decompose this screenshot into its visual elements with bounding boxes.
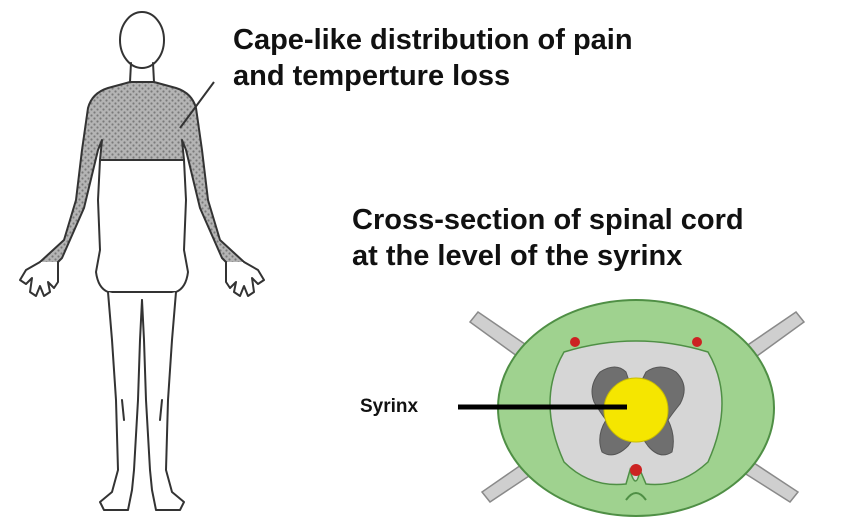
tract-dot-right xyxy=(692,337,702,347)
cape-caption-line-2: and temperture loss xyxy=(233,58,633,94)
right-hand xyxy=(226,262,264,296)
torso xyxy=(96,160,188,292)
cape-distribution-caption: Cape-like distribution of pain and tempe… xyxy=(233,22,633,94)
syrinx-label: Syrinx xyxy=(360,396,418,418)
cross-section-caption: Cross-section of spinal cord at the leve… xyxy=(352,202,744,274)
head xyxy=(120,12,164,68)
tract-dot-left xyxy=(570,337,580,347)
cross-section-caption-line-2: at the level of the syrinx xyxy=(352,238,744,274)
tract-dot-bottom xyxy=(630,464,642,476)
right-leg xyxy=(142,292,184,510)
cross-section-caption-line-1: Cross-section of spinal cord xyxy=(352,202,744,238)
cape-caption-line-1: Cape-like distribution of pain xyxy=(233,22,633,58)
human-body-figure xyxy=(20,12,264,510)
syrinx-cavity xyxy=(604,378,668,442)
left-hand xyxy=(20,262,58,296)
left-leg xyxy=(100,292,142,510)
